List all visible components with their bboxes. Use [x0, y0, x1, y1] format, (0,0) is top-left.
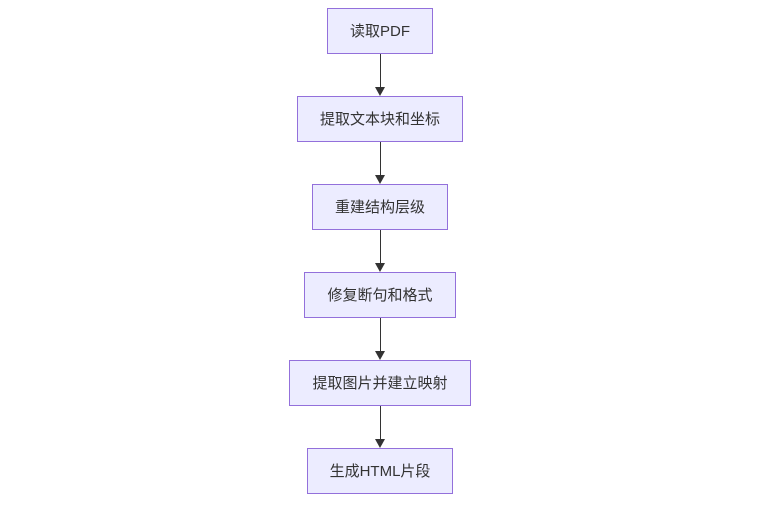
- arrow-down-icon: [374, 318, 386, 360]
- flow-node-rebuild-structure: 重建结构层级: [311, 184, 448, 230]
- flow-node-extract-images-map: 提取图片并建立映射: [289, 360, 471, 406]
- arrowhead-icon: [375, 263, 385, 272]
- flow-node-fix-breaks-format: 修复断句和格式: [304, 272, 456, 318]
- arrow-line: [379, 54, 381, 88]
- arrowhead-icon: [375, 351, 385, 360]
- flow-node-extract-text-blocks: 提取文本块和坐标: [296, 96, 463, 142]
- flow-node-generate-html: 生成HTML片段: [306, 448, 454, 494]
- arrow-down-icon: [374, 54, 386, 96]
- arrowhead-icon: [375, 439, 385, 448]
- arrow-down-icon: [374, 230, 386, 272]
- arrow-line: [379, 406, 381, 440]
- arrow-line: [379, 230, 381, 264]
- arrow-line: [379, 142, 381, 176]
- arrowhead-icon: [375, 87, 385, 96]
- arrow-line: [379, 318, 381, 352]
- flow-node-read-pdf: 读取PDF: [326, 8, 433, 54]
- arrowhead-icon: [375, 175, 385, 184]
- flowchart: 读取PDF 提取文本块和坐标 重建结构层级 修复断句和格式 提取图片并建立映射 …: [0, 8, 760, 494]
- arrow-down-icon: [374, 142, 386, 184]
- arrow-down-icon: [374, 406, 386, 448]
